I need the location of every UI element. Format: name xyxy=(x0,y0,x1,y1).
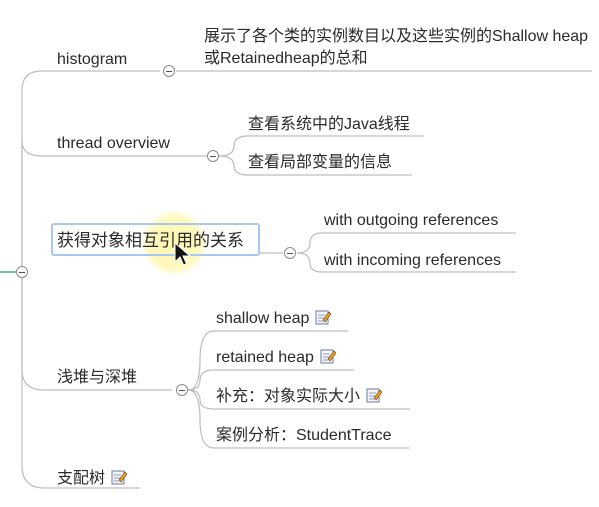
subtopic-retained-heap-label: retained heap xyxy=(216,349,314,366)
subtopic-local-variables[interactable]: 查看局部变量的信息 xyxy=(248,154,393,171)
subtopic-histogram-description[interactable]: 展示了各个类的实例数目以及这些实例的Shallow heap 或Retained… xyxy=(204,28,589,67)
topic-dominator-tree-label: 支配树 xyxy=(57,470,106,487)
note-pencil-icon[interactable] xyxy=(111,469,128,485)
selection-box xyxy=(51,223,260,256)
mouse-pointer-icon xyxy=(174,242,192,266)
cursor-highlight xyxy=(141,210,207,276)
subtopic-retained-heap[interactable]: retained heap xyxy=(216,348,336,368)
subtopic-outgoing-references[interactable]: with outgoing references xyxy=(324,212,499,229)
topic-thread-overview[interactable]: thread overview xyxy=(57,135,170,152)
note-pencil-icon[interactable] xyxy=(315,309,332,325)
subtopic-object-size[interactable]: 补充：对象实际大小 xyxy=(216,387,383,407)
subtopic-object-size-label: 补充：对象实际大小 xyxy=(216,388,361,405)
collapse-minus-icon[interactable] xyxy=(16,266,28,278)
subtopic-shallow-heap[interactable]: shallow heap xyxy=(216,309,332,329)
subtopic-java-threads[interactable]: 查看系统中的Java线程 xyxy=(248,116,410,133)
subtopic-incoming-references[interactable]: with incoming references xyxy=(324,252,501,269)
collapse-minus-icon[interactable] xyxy=(207,150,219,162)
topic-histogram[interactable]: histogram xyxy=(57,51,128,68)
topic-shallow-deep-heap[interactable]: 浅堆与深堆 xyxy=(57,369,138,386)
subtopic-shallow-heap-label: shallow heap xyxy=(216,310,310,327)
topic-object-references[interactable]: 获得对象相互引用的关系 xyxy=(57,231,244,250)
note-pencil-icon[interactable] xyxy=(320,348,336,364)
collapse-minus-icon[interactable] xyxy=(163,65,175,77)
collapse-minus-icon[interactable] xyxy=(284,247,296,259)
subtopic-student-trace[interactable]: 案例分析：StudentTrace xyxy=(216,427,392,444)
topic-dominator-tree[interactable]: 支配树 xyxy=(57,469,128,489)
note-pencil-icon[interactable] xyxy=(366,387,383,403)
collapse-minus-icon[interactable] xyxy=(176,384,188,396)
